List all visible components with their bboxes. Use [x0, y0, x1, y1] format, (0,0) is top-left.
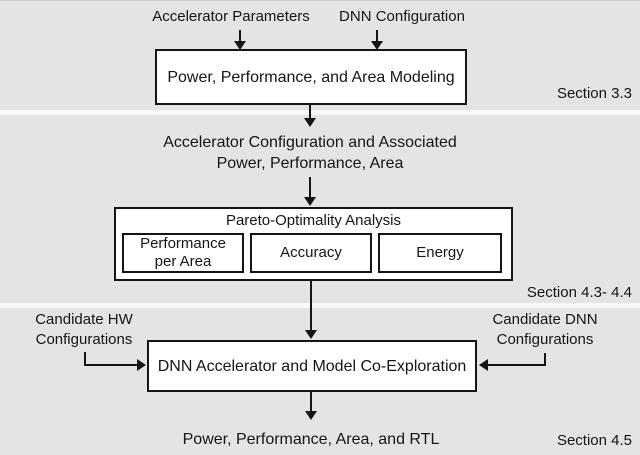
- arrow-line-dnn-configuration: [376, 30, 378, 42]
- coexploration-box: DNN Accelerator and Model Co-Exploration: [147, 340, 477, 392]
- candidate-hw-elbow-vertical: [84, 352, 86, 366]
- band-divider-2: [0, 303, 640, 308]
- candidate-dnn-elbow-vertical: [544, 353, 546, 366]
- criterion-label-accuracy: Accuracy: [280, 244, 342, 261]
- intermediate-result-line2: Power, Performance, Area: [216, 155, 404, 172]
- modeling-box: Power, Performance, and Area Modeling: [155, 49, 467, 105]
- coexploration-box-label: DNN Accelerator and Model Co-Exploration: [157, 357, 467, 375]
- modeling-box-label: Power, Performance, and Area Modeling: [167, 68, 455, 86]
- criterion-box-performance-per-area: Performance per Area: [122, 233, 244, 273]
- candidate-hw-label: Candidate HW Configurations: [35, 311, 133, 348]
- candidate-dnn-label: Candidate DNN Configurations: [492, 311, 598, 348]
- criterion-box-accuracy: Accuracy: [250, 233, 372, 273]
- arrowhead-candidate-hw: [137, 359, 146, 371]
- input-label-dnn-configuration: DNN Configuration: [339, 8, 465, 25]
- intermediate-result-line1: Accelerator Configuration and Associated: [163, 134, 457, 151]
- section-label-3-3: Section 3.3: [556, 85, 632, 102]
- criterion-box-energy: Energy: [378, 233, 502, 273]
- candidate-dnn-elbow-horizontal: [488, 364, 546, 366]
- arrowhead-candidate-dnn: [479, 359, 488, 371]
- arrow-line-coexploration-to-output: [310, 392, 312, 412]
- criterion-label-energy: Energy: [416, 244, 464, 261]
- candidate-hw-elbow-horizontal: [84, 364, 137, 366]
- arrowhead-dnn-configuration: [371, 41, 383, 50]
- arrowhead-modeling-to-config: [304, 118, 316, 127]
- arrow-line-pareto-to-coexploration: [310, 281, 312, 331]
- criterion-label-performance-per-area: Performance per Area: [140, 235, 226, 270]
- section-label-4-5: Section 4.5: [556, 432, 632, 449]
- output-text: Power, Performance, Area, and RTL: [182, 431, 440, 448]
- arrow-line-accelerator-parameters: [239, 30, 241, 42]
- arrow-line-modeling-to-config: [309, 105, 311, 119]
- section-label-4-3-4-4: Section 4.3- 4.4: [526, 284, 632, 301]
- arrowhead-pareto-to-coexploration: [305, 330, 317, 339]
- intermediate-result-text: Accelerator Configuration and Associated…: [110, 132, 510, 174]
- band-divider-1: [0, 110, 640, 115]
- input-label-accelerator-parameters: Accelerator Parameters: [152, 8, 310, 25]
- arrowhead-accelerator-parameters: [234, 41, 246, 50]
- arrowhead-coexploration-to-output: [305, 411, 317, 420]
- arrowhead-config-to-pareto: [304, 197, 316, 206]
- pareto-analysis-title: Pareto-Optimality Analysis: [225, 212, 402, 229]
- arrow-line-config-to-pareto: [309, 177, 311, 198]
